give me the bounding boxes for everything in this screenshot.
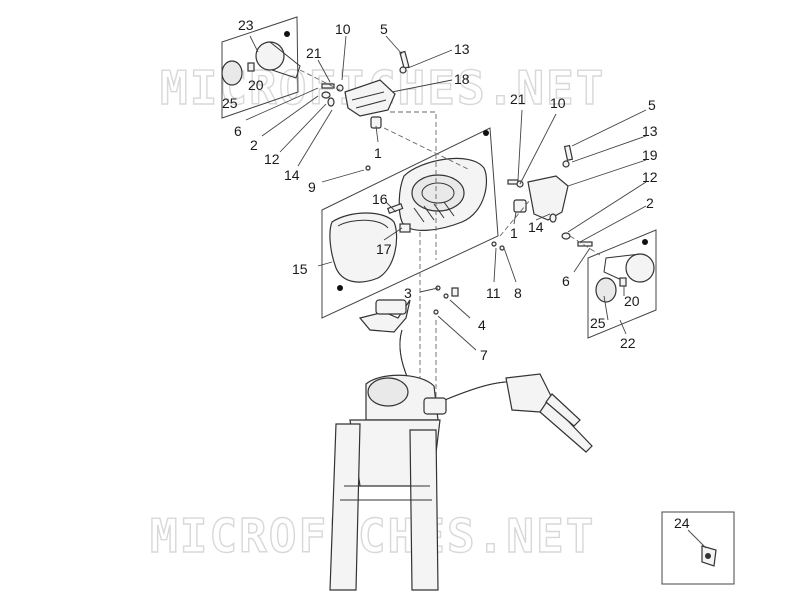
right-headlight-bracket [507, 144, 593, 247]
callout-21: 21 [510, 91, 526, 107]
callout-20: 20 [624, 293, 640, 309]
callout-7: 7 [480, 347, 488, 363]
callout-3: 3 [404, 285, 412, 301]
callout-1: 1 [510, 225, 518, 241]
callout-24: 24 [674, 515, 690, 531]
headlight-housing [321, 127, 499, 319]
callout-2: 2 [646, 195, 654, 211]
callout-11: 11 [486, 285, 501, 301]
callout-23: 23 [238, 17, 254, 33]
callout-12: 12 [264, 151, 280, 167]
callout-20: 20 [248, 77, 264, 93]
callout-1: 1 [374, 145, 382, 161]
callout-25: 25 [590, 315, 606, 331]
right-indicator-assembly [587, 229, 657, 339]
callout-9: 9 [308, 179, 316, 195]
callout-12: 12 [642, 169, 658, 185]
watermark-bottom: MICROFICHES.NET [150, 509, 595, 563]
assembly-lines [299, 69, 601, 400]
callout-5: 5 [380, 21, 388, 37]
callout-14: 14 [528, 219, 544, 235]
callout-15: 15 [292, 261, 308, 277]
left-indicator-assembly [221, 16, 301, 119]
callout-16: 16 [372, 191, 388, 207]
callout-14: 14 [284, 167, 300, 183]
callout-22: 22 [620, 335, 636, 351]
callout-10: 10 [335, 21, 351, 37]
callout-13: 13 [642, 123, 658, 139]
leader-lines [245, 35, 707, 549]
callout-17: 17 [376, 241, 392, 257]
part-24-box [661, 511, 735, 585]
callout-13: 13 [454, 41, 470, 57]
callout-5: 5 [648, 97, 656, 113]
callout-6: 6 [234, 123, 242, 139]
callout-8: 8 [514, 285, 522, 301]
handlebar-and-forks [329, 299, 593, 591]
callout-25: 25 [222, 95, 238, 111]
callout-18: 18 [454, 71, 470, 87]
callout-19: 19 [642, 147, 658, 163]
callout-labels: 23 21 10 5 13 18 20 25 6 2 12 14 1 9 21 … [222, 17, 690, 531]
callout-6: 6 [562, 273, 570, 289]
callout-21: 21 [306, 45, 322, 61]
callout-10: 10 [550, 95, 566, 111]
callout-4: 4 [478, 317, 486, 333]
callout-2: 2 [250, 137, 258, 153]
